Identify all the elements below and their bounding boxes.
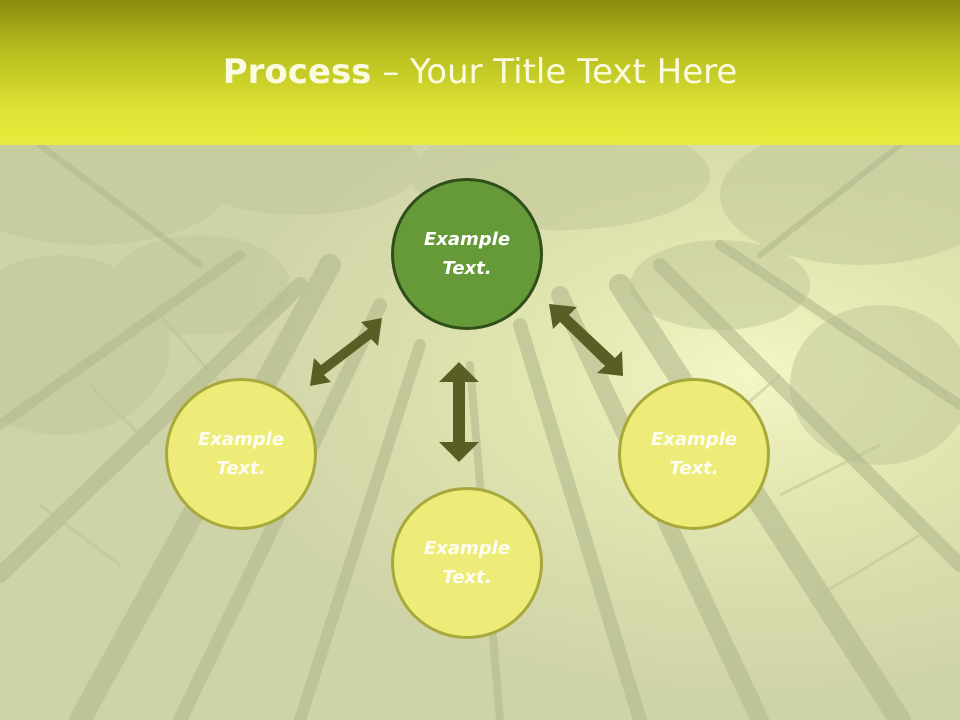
title-bold-part: Process [222,52,372,92]
node-line2: Text. [669,458,719,479]
node-line2: Text. [442,258,492,279]
arrow-top-left[interactable] [310,318,382,386]
arrow-top-right[interactable] [549,304,623,376]
title-bar: Process – Your Title Text Here [0,0,960,145]
node-line1: Example [197,429,285,450]
node-line1: Example [423,538,511,559]
node-line2: Text. [216,458,266,479]
slide-title[interactable]: Process – Your Title Text Here [0,52,960,92]
node-line1: Example [650,429,738,450]
node-line1: Example [423,229,511,250]
arrow-top-bottom[interactable] [439,362,479,462]
title-rest-part: – Your Title Text Here [371,52,738,92]
node-line2: Text. [442,567,492,588]
